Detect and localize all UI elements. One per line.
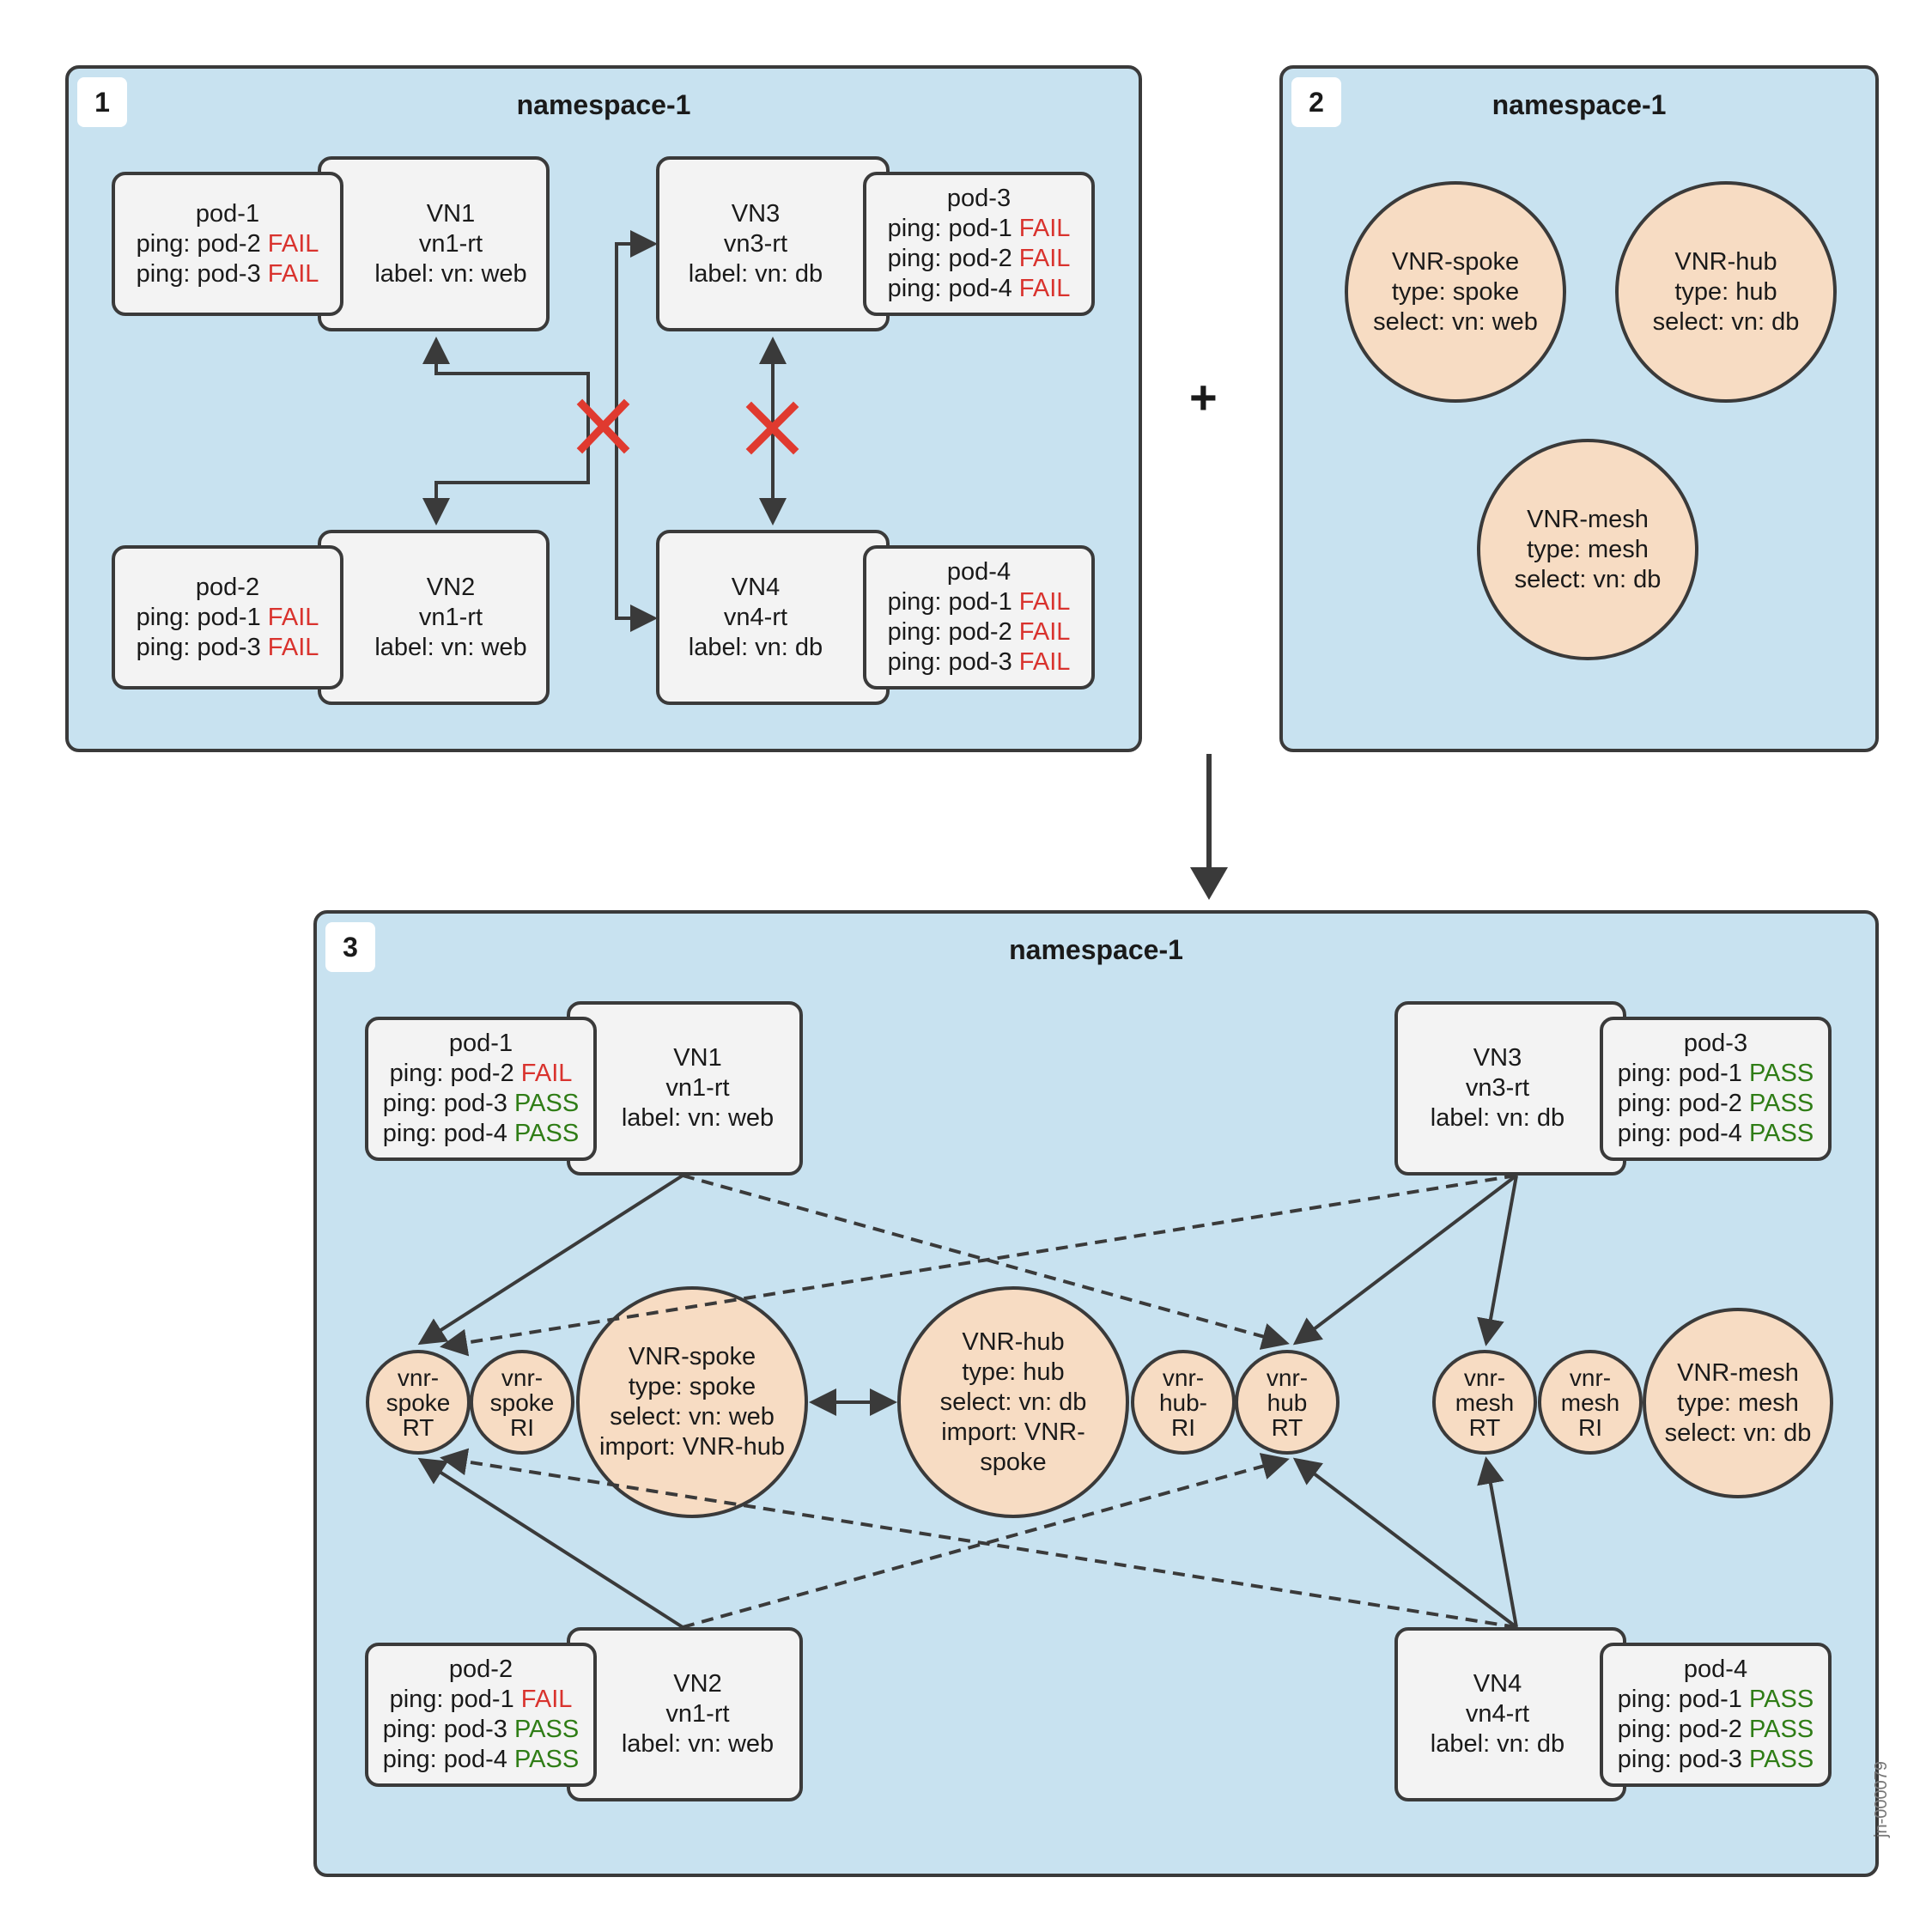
pod-name: pod-4 — [946, 558, 1012, 586]
ping-line: ping: pod-3 FAIL — [136, 633, 319, 661]
ping-line: ping: pod-2 FAIL — [887, 245, 1071, 272]
ping-line: ping: pod-1 FAIL — [887, 215, 1071, 242]
p3-pod4-box: pod-4 ping: pod-1 PASS ping: pod-2 PASS … — [1600, 1643, 1832, 1787]
fail-x-icon-2 — [745, 401, 799, 455]
panel-3-badge: 3 — [325, 922, 375, 972]
vn-name: VN2 — [426, 573, 476, 601]
figure-id: jn-000079 — [1872, 1761, 1891, 1838]
vn4-to-spoke-rt-dashed — [440, 1448, 1517, 1629]
vn-rt: vn3-rt — [723, 229, 788, 258]
pod-name: pod-2 — [195, 573, 260, 601]
ping-line: ping: pod-2 FAIL — [136, 229, 319, 258]
vn1-to-spoke-rt — [417, 1174, 684, 1346]
vn-name: VN4 — [731, 573, 781, 601]
ping-line: ping: pod-1 FAIL — [887, 588, 1071, 616]
vn2-to-spoke-rt — [417, 1457, 684, 1629]
p1-pod2-box: pod-2 ping: pod-1 FAIL ping: pod-3 FAIL — [112, 545, 343, 690]
p3-vnr-hub-ri: vnr-hub-RI — [1131, 1350, 1236, 1455]
p3-pod2-box: pod-2 ping: pod-1 FAIL ping: pod-3 PASS … — [365, 1643, 597, 1787]
panel-3-title: namespace-1 — [1009, 934, 1183, 965]
vn-name: VN1 — [426, 199, 476, 228]
ping-line: ping: pod-2 FAIL — [887, 618, 1071, 646]
vn1-to-hub-rt-dashed — [682, 1174, 1290, 1350]
vn-rt: vn1-rt — [418, 229, 483, 258]
vn-name: VN3 — [731, 199, 781, 228]
main-flow-arrowhead — [1190, 867, 1228, 900]
p1-vn4-box: VN4 vn4-rt label: vn: db — [656, 530, 890, 705]
p3-pod1-box: pod-1 ping: pod-2 FAIL ping: pod-3 PASS … — [365, 1017, 597, 1161]
ping-line: ping: pod-3 FAIL — [887, 648, 1071, 676]
p1-pod1-box: pod-1 ping: pod-2 FAIL ping: pod-3 FAIL — [112, 172, 343, 316]
ping-line: ping: pod-4 FAIL — [887, 275, 1071, 302]
vn-rt: vn4-rt — [723, 603, 788, 631]
plus-sign: + — [1189, 370, 1218, 424]
panel-2-title: namespace-1 — [1492, 89, 1667, 120]
ping-line: ping: pod-1 FAIL — [136, 603, 319, 631]
panel-1-title: namespace-1 — [516, 89, 691, 120]
pod-name: pod-3 — [946, 185, 1012, 212]
panel-1-badge: 1 — [77, 77, 127, 127]
ping-line: ping: pod-3 FAIL — [136, 259, 319, 288]
vn4-to-mesh-rt — [1477, 1456, 1518, 1628]
vn-label: label: vn: web — [374, 259, 527, 288]
p3-pod3-box: pod-3 ping: pod-1 PASS ping: pod-2 PASS … — [1600, 1017, 1832, 1161]
p1-vn2-box: VN2 vn1-rt label: vn: web — [318, 530, 550, 705]
p1-link-vn1-vn2 — [422, 337, 590, 526]
pod-name: pod-1 — [195, 199, 260, 228]
vn3-to-spoke-rt-dashed — [440, 1174, 1517, 1357]
vn-label: label: vn: db — [688, 259, 823, 288]
p1-vn3-box: VN3 vn3-rt label: vn: db — [656, 156, 890, 331]
p1-link-vn3-vn4 — [615, 230, 658, 632]
p1-pod3-box: pod-3 ping: pod-1 FAIL ping: pod-2 FAIL … — [863, 172, 1095, 316]
p1-vn1-box: VN1 vn1-rt label: vn: web — [318, 156, 550, 331]
vn-label: label: vn: db — [688, 633, 823, 661]
fail-x-icon-1 — [576, 398, 630, 454]
p1-pod4-box: pod-4 ping: pod-1 FAIL ping: pod-2 FAIL … — [863, 545, 1095, 690]
vn2-to-hub-rt-dashed — [682, 1453, 1290, 1629]
vn-label: label: vn: web — [374, 633, 527, 661]
vn4-to-hub-rt — [1292, 1457, 1518, 1629]
vn3-to-mesh-rt — [1477, 1175, 1518, 1346]
vn-rt: vn1-rt — [418, 603, 483, 631]
vn3-to-hub-rt — [1292, 1174, 1518, 1346]
panel-2-badge: 2 — [1291, 77, 1341, 127]
